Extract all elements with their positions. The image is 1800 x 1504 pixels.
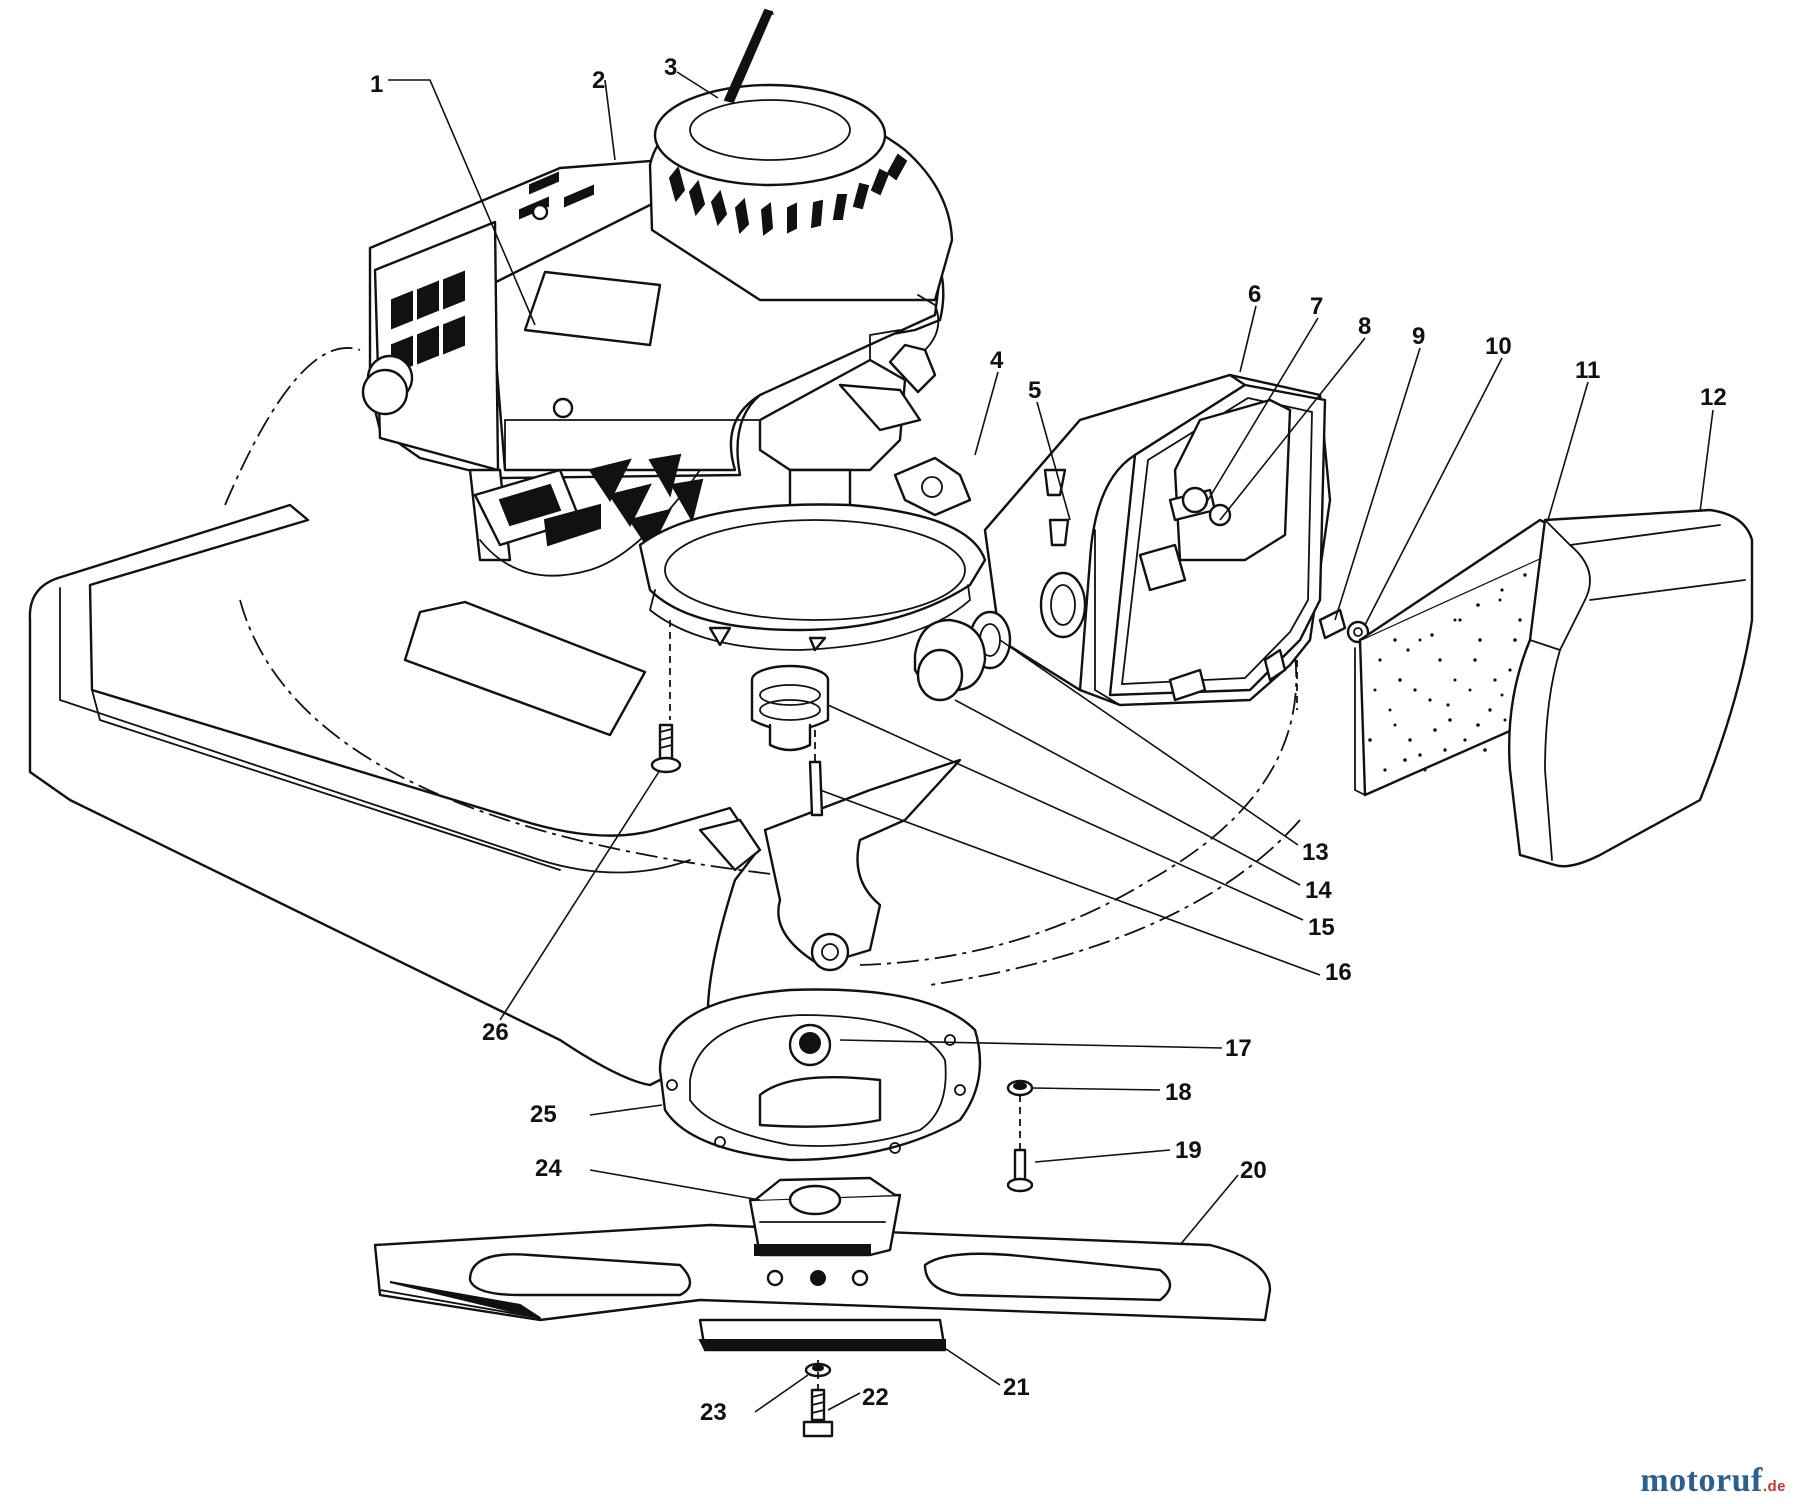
- callout-10: 10: [1485, 333, 1512, 360]
- callout-23: 23: [700, 1399, 727, 1426]
- callout-13: 13: [1302, 839, 1329, 866]
- callout-19: 19: [1175, 1137, 1202, 1164]
- bearing-part-15: [750, 664, 830, 752]
- callout-11: 11: [1575, 357, 1600, 384]
- watermark-logo: motoruf.de: [1640, 1462, 1786, 1500]
- callout-4: 4: [990, 347, 1004, 374]
- blade-adapter-part-25: [658, 988, 982, 1162]
- bolt-part-22: [802, 1388, 834, 1438]
- callout-20: 20: [1240, 1157, 1267, 1184]
- watermark-tld: .de: [1762, 1478, 1786, 1495]
- assembly-lines: [669, 620, 1298, 1390]
- blade-stiffener-part-21: [698, 1318, 947, 1352]
- washer-part-18: [1006, 1079, 1034, 1097]
- callout-5: 5: [1028, 377, 1041, 404]
- engine-mounting-flange: [638, 503, 987, 652]
- screw-part-9: [1318, 608, 1347, 640]
- pin-part-16: [808, 760, 824, 817]
- callout-1: 1: [370, 71, 383, 98]
- recoil-starter-housing: [648, 8, 954, 302]
- callout-24: 24: [535, 1155, 562, 1182]
- callout-12: 12: [1700, 384, 1727, 411]
- callout-22: 22: [862, 1384, 889, 1411]
- callout-17: 17: [1225, 1035, 1252, 1062]
- callout-26: 26: [482, 1019, 509, 1046]
- callout-numbers: 1 2 3 4 5 6 7 8 9 10 11 12 13 14 15 16 1…: [370, 54, 1727, 1426]
- blade-part-20: [373, 1223, 1272, 1322]
- starter-rope: [723, 8, 774, 104]
- callout-14: 14: [1305, 877, 1332, 904]
- blade-hub-part-24: [748, 1176, 902, 1257]
- starter-vent-slots: [668, 153, 908, 236]
- callout-25: 25: [530, 1101, 557, 1128]
- engine-cooling-vents: [391, 171, 594, 375]
- callout-9: 9: [1412, 323, 1425, 350]
- breather-parts-13-14: [913, 610, 1012, 702]
- callout-7: 7: [1310, 293, 1323, 320]
- callout-2: 2: [592, 67, 605, 94]
- callout-21: 21: [1003, 1374, 1030, 1401]
- foam-filter-element: [1354, 518, 1582, 797]
- screw-part-19: [1006, 1148, 1034, 1193]
- callout-3: 3: [664, 54, 677, 81]
- engine-decal-window: [523, 270, 662, 347]
- watermark-brand: motoruf: [1640, 1462, 1763, 1499]
- callout-15: 15: [1308, 914, 1335, 941]
- screw-part-26: [650, 723, 682, 774]
- air-cleaner-cover: [1507, 508, 1754, 868]
- callout-16: 16: [1325, 959, 1352, 986]
- callout-8: 8: [1358, 313, 1371, 340]
- callout-18: 18: [1165, 1079, 1192, 1106]
- air-cleaner-body: [983, 373, 1332, 707]
- mower-deck: [28, 347, 1301, 1087]
- gasket-part-4: [893, 456, 972, 517]
- callout-6: 6: [1248, 281, 1261, 308]
- leader-lines: [388, 71, 1714, 1413]
